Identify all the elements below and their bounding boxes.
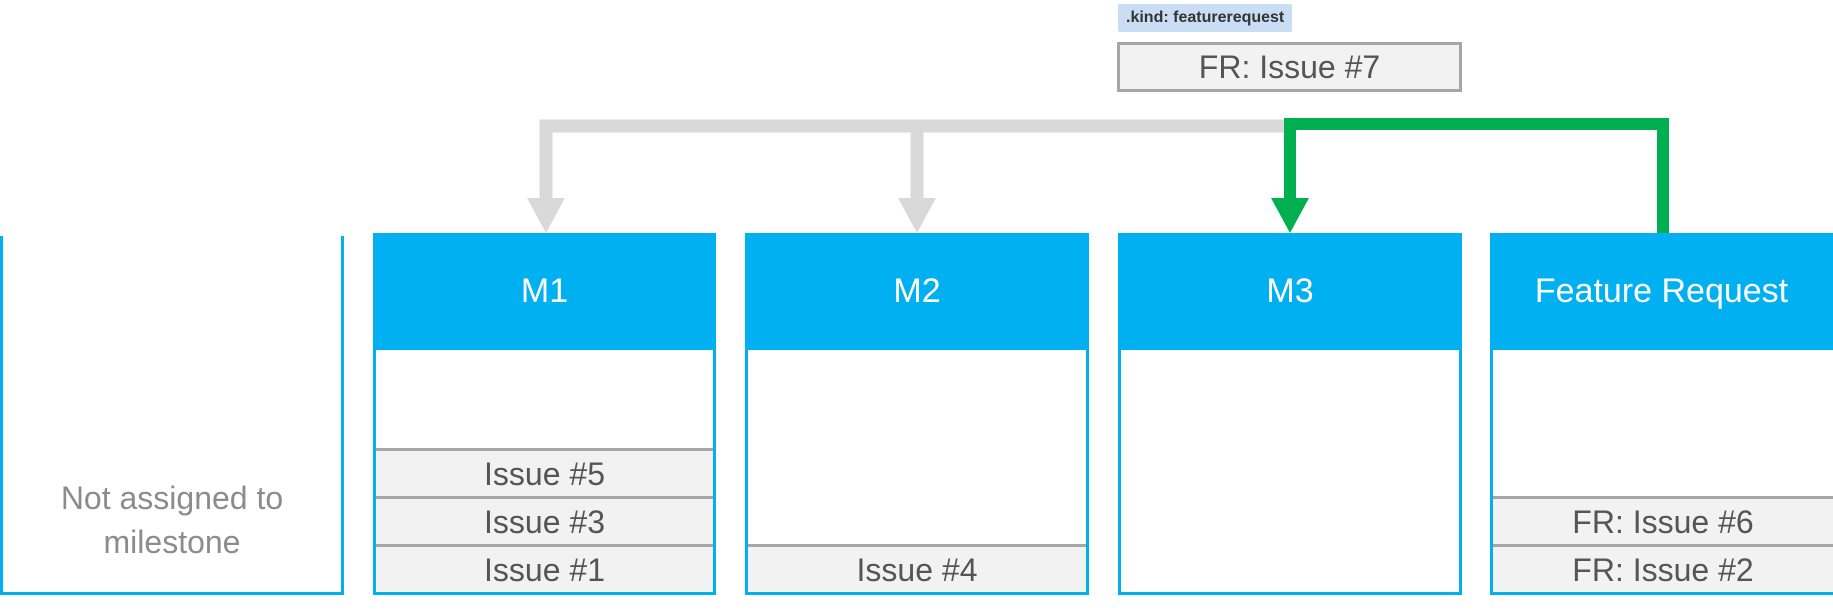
column-header-m2[interactable]: M2	[745, 233, 1089, 350]
column-unassigned: Not assigned to milestone	[0, 236, 344, 595]
column-m2: M2 Issue #4	[745, 233, 1089, 595]
kind-label-badge[interactable]: .kind: featurerequest	[1118, 4, 1293, 32]
unassigned-label-line1: Not assigned to	[60, 480, 284, 516]
grey-connector	[539, 119, 1290, 205]
issue-stack-m2: Issue #4	[748, 544, 1086, 592]
issue-stack-m1: Issue #5 Issue #3 Issue #1	[376, 448, 713, 592]
unassigned-label-line2: milestone	[103, 524, 241, 560]
issue-card[interactable]: FR: Issue #2	[1493, 544, 1833, 592]
arrow-to-m3	[1271, 198, 1309, 233]
unassigned-label: Not assigned to milestone	[3, 476, 341, 564]
arrow-to-m1	[527, 198, 565, 233]
column-header-m3[interactable]: M3	[1118, 233, 1462, 350]
issue-card[interactable]: Issue #5	[376, 448, 713, 496]
issue-card[interactable]: Issue #1	[376, 544, 713, 592]
new-issue-card[interactable]: FR: Issue #7	[1117, 42, 1462, 92]
issue-card[interactable]: FR: Issue #6	[1493, 496, 1833, 544]
arrow-to-m2	[898, 198, 936, 233]
column-header-m1[interactable]: M1	[373, 233, 716, 350]
column-feature-request: Feature Request FR: Issue #6 FR: Issue #…	[1490, 233, 1833, 595]
column-m3: M3	[1118, 233, 1462, 595]
green-connector	[1284, 118, 1669, 236]
issue-stack-feature-request: FR: Issue #6 FR: Issue #2	[1493, 496, 1833, 592]
issue-card[interactable]: Issue #3	[376, 496, 713, 544]
issue-card[interactable]: Issue #4	[748, 544, 1086, 592]
column-header-feature-request[interactable]: Feature Request	[1490, 233, 1833, 350]
column-m1: M1 Issue #5 Issue #3 Issue #1	[373, 233, 716, 595]
